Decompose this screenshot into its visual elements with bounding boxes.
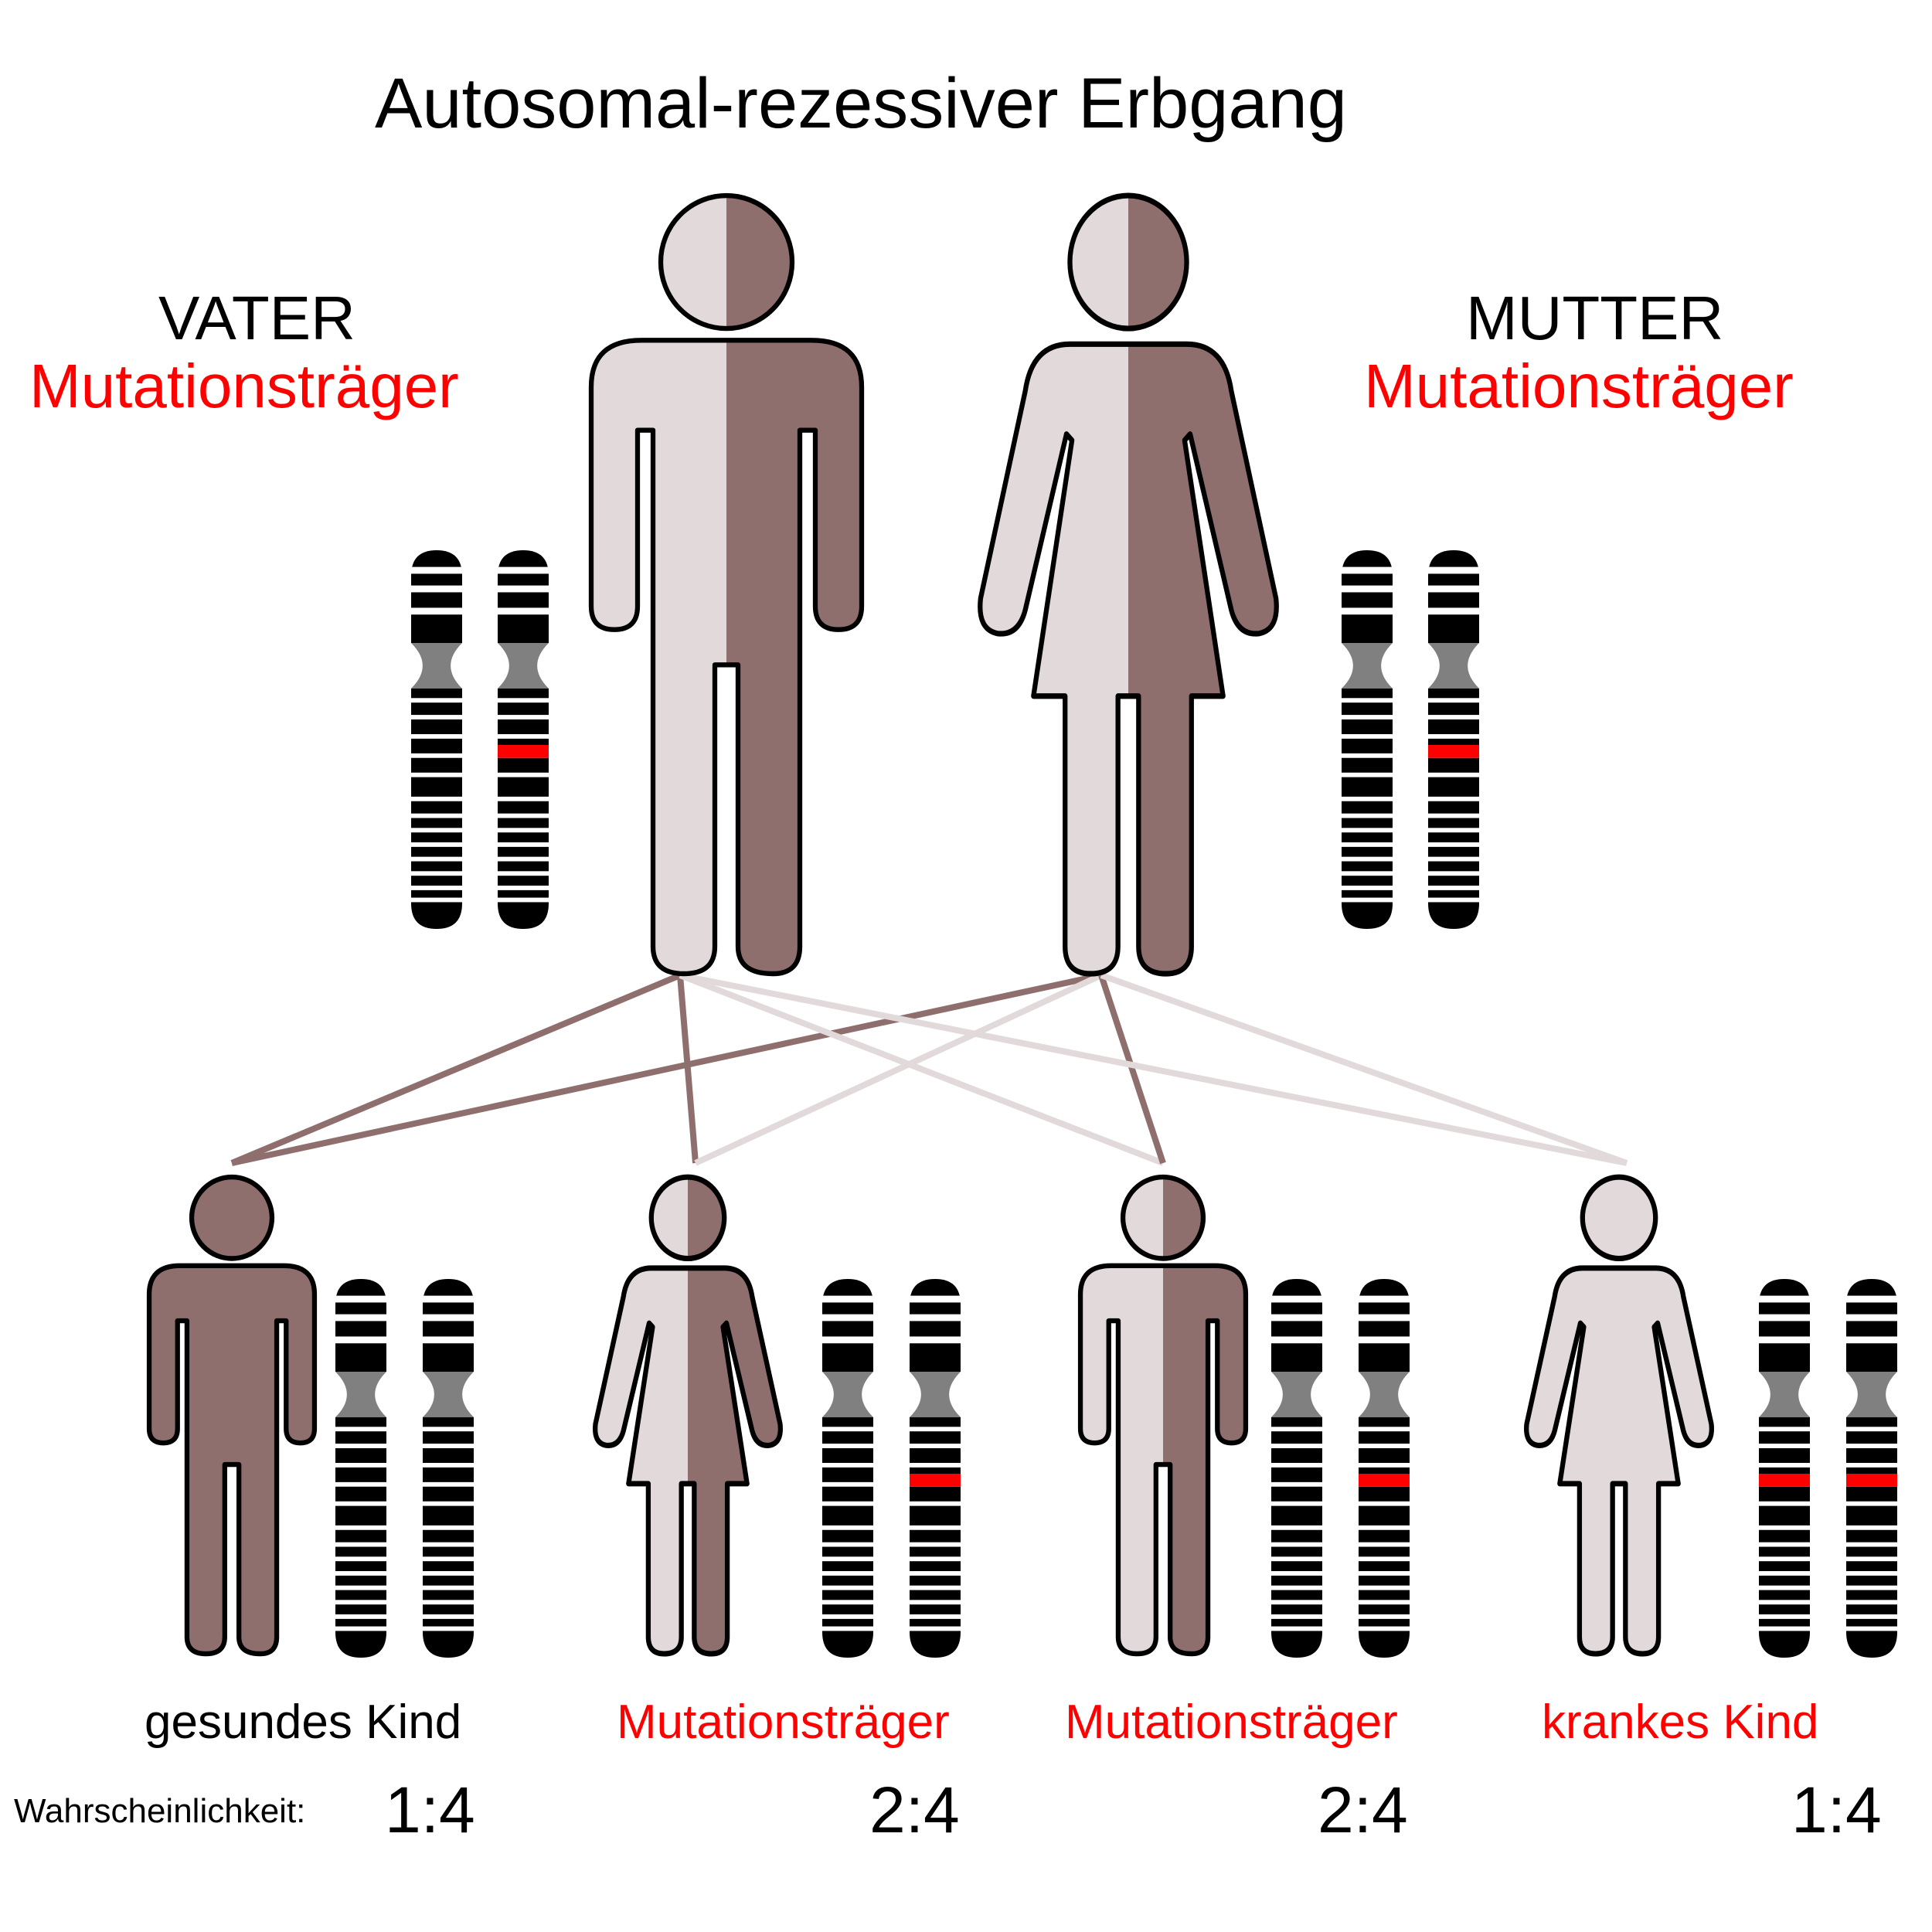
child-4-chromosome-1: [1759, 1279, 1810, 1658]
father-role-label: VATER: [158, 284, 355, 352]
father-chromosome-2: [498, 550, 549, 929]
child-1-ratio: 1:4: [385, 1774, 475, 1846]
inheritance-lines: [230, 972, 1628, 1166]
probability-label: Wahrscheinlichkeit:: [14, 1792, 306, 1830]
child-4-chromosome-2: [1846, 1279, 1897, 1658]
child-1-label: gesundes Kind: [145, 1696, 462, 1749]
chromosomes-layer: [335, 550, 1897, 1658]
mutation-band: [910, 1473, 961, 1487]
inheritance-line: [694, 972, 1103, 1166]
child-2-ratio: 2:4: [869, 1774, 960, 1846]
child-3-label: Mutationsträger: [1065, 1696, 1398, 1749]
mutation-band: [1359, 1473, 1410, 1487]
child-2-figure-icon: [593, 1174, 783, 1657]
mutation-band: [1846, 1473, 1897, 1487]
child-4-ratio: 1:4: [1791, 1774, 1882, 1846]
mother-chromosome-2: [1428, 550, 1479, 929]
mother-figure-icon: [978, 192, 1279, 977]
child-2-chromosome-1: [822, 1279, 873, 1658]
mutation-band: [498, 744, 549, 758]
father-chromosome-1: [411, 550, 462, 929]
child-1-chromosome-2: [423, 1279, 474, 1658]
inheritance-line: [230, 972, 682, 1166]
mother-chromosome-1: [1342, 550, 1393, 929]
inheritance-line: [1098, 974, 1166, 1165]
inheritance-line: [679, 972, 1165, 1166]
child-4-figure-icon: [1524, 1174, 1714, 1657]
child-2-chromosome-2: [910, 1279, 961, 1658]
page-title: Autosomal-rezessiver Erbgang: [375, 64, 1347, 143]
inheritance-line: [1100, 972, 1628, 1166]
inheritance-line: [231, 972, 1102, 1166]
father-status-label: Mutationsträger: [29, 352, 459, 420]
child-3-figure-icon: [1077, 1174, 1249, 1657]
child-2-label: Mutationsträger: [617, 1696, 950, 1749]
mutation-band: [1428, 744, 1479, 758]
mother-role-label: MUTTER: [1466, 284, 1724, 352]
inheritance-line: [679, 972, 1628, 1166]
mother-status-label: Mutationsträger: [1364, 352, 1794, 420]
inheritance-line: [677, 975, 699, 1164]
mutation-band: [1759, 1473, 1810, 1487]
child-3-chromosome-1: [1271, 1279, 1322, 1658]
child-3-ratio: 2:4: [1318, 1774, 1408, 1846]
child-3-chromosome-2: [1359, 1279, 1410, 1658]
child-1-chromosome-1: [335, 1279, 386, 1658]
father-figure-icon: [588, 192, 865, 977]
child-1-figure-icon: [146, 1174, 318, 1657]
figures-layer: [146, 192, 1714, 1657]
child-4-label: krankes Kind: [1542, 1696, 1819, 1749]
